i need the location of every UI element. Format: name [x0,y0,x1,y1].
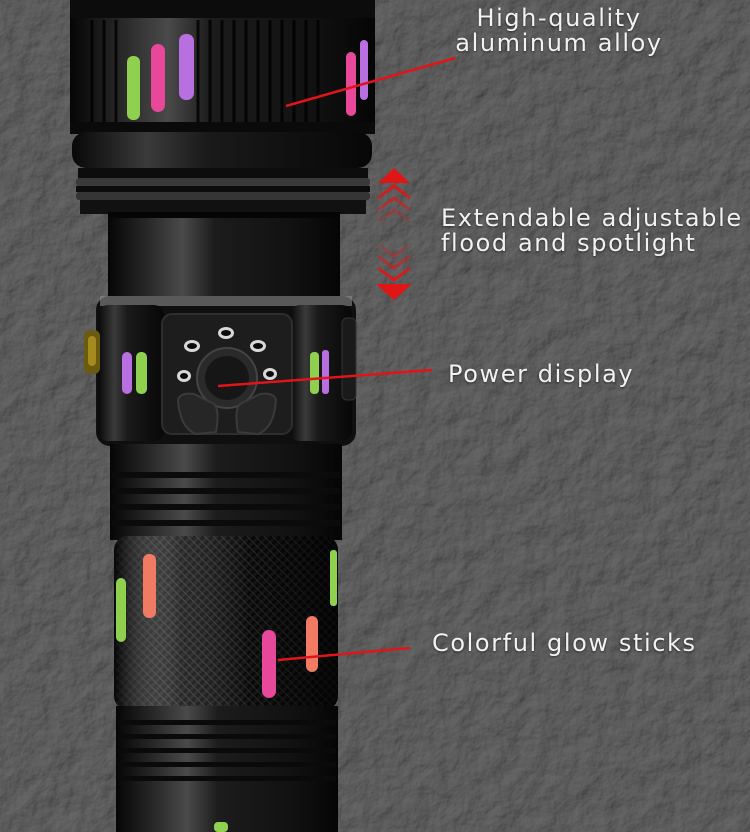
label-power-display: Power display [448,362,634,387]
label-power-display-text: Power display [448,360,635,388]
label-extendable-line2: flood and spotlight [441,229,697,257]
label-aluminum-alloy-line2: aluminum alloy [455,29,663,57]
label-extendable-line1: Extendable adjustable [441,204,743,232]
label-glow-sticks-text: Colorful glow sticks [432,629,697,657]
power-button-icon [205,356,249,400]
label-extendable: Extendable adjustable flood and spotligh… [441,206,743,256]
double-arrow-icon [376,168,412,300]
label-aluminum-alloy-line1: High-quality [476,4,642,32]
label-aluminum-alloy: High-quality aluminum alloy [454,6,664,56]
label-glow-sticks: Colorful glow sticks [432,631,697,656]
